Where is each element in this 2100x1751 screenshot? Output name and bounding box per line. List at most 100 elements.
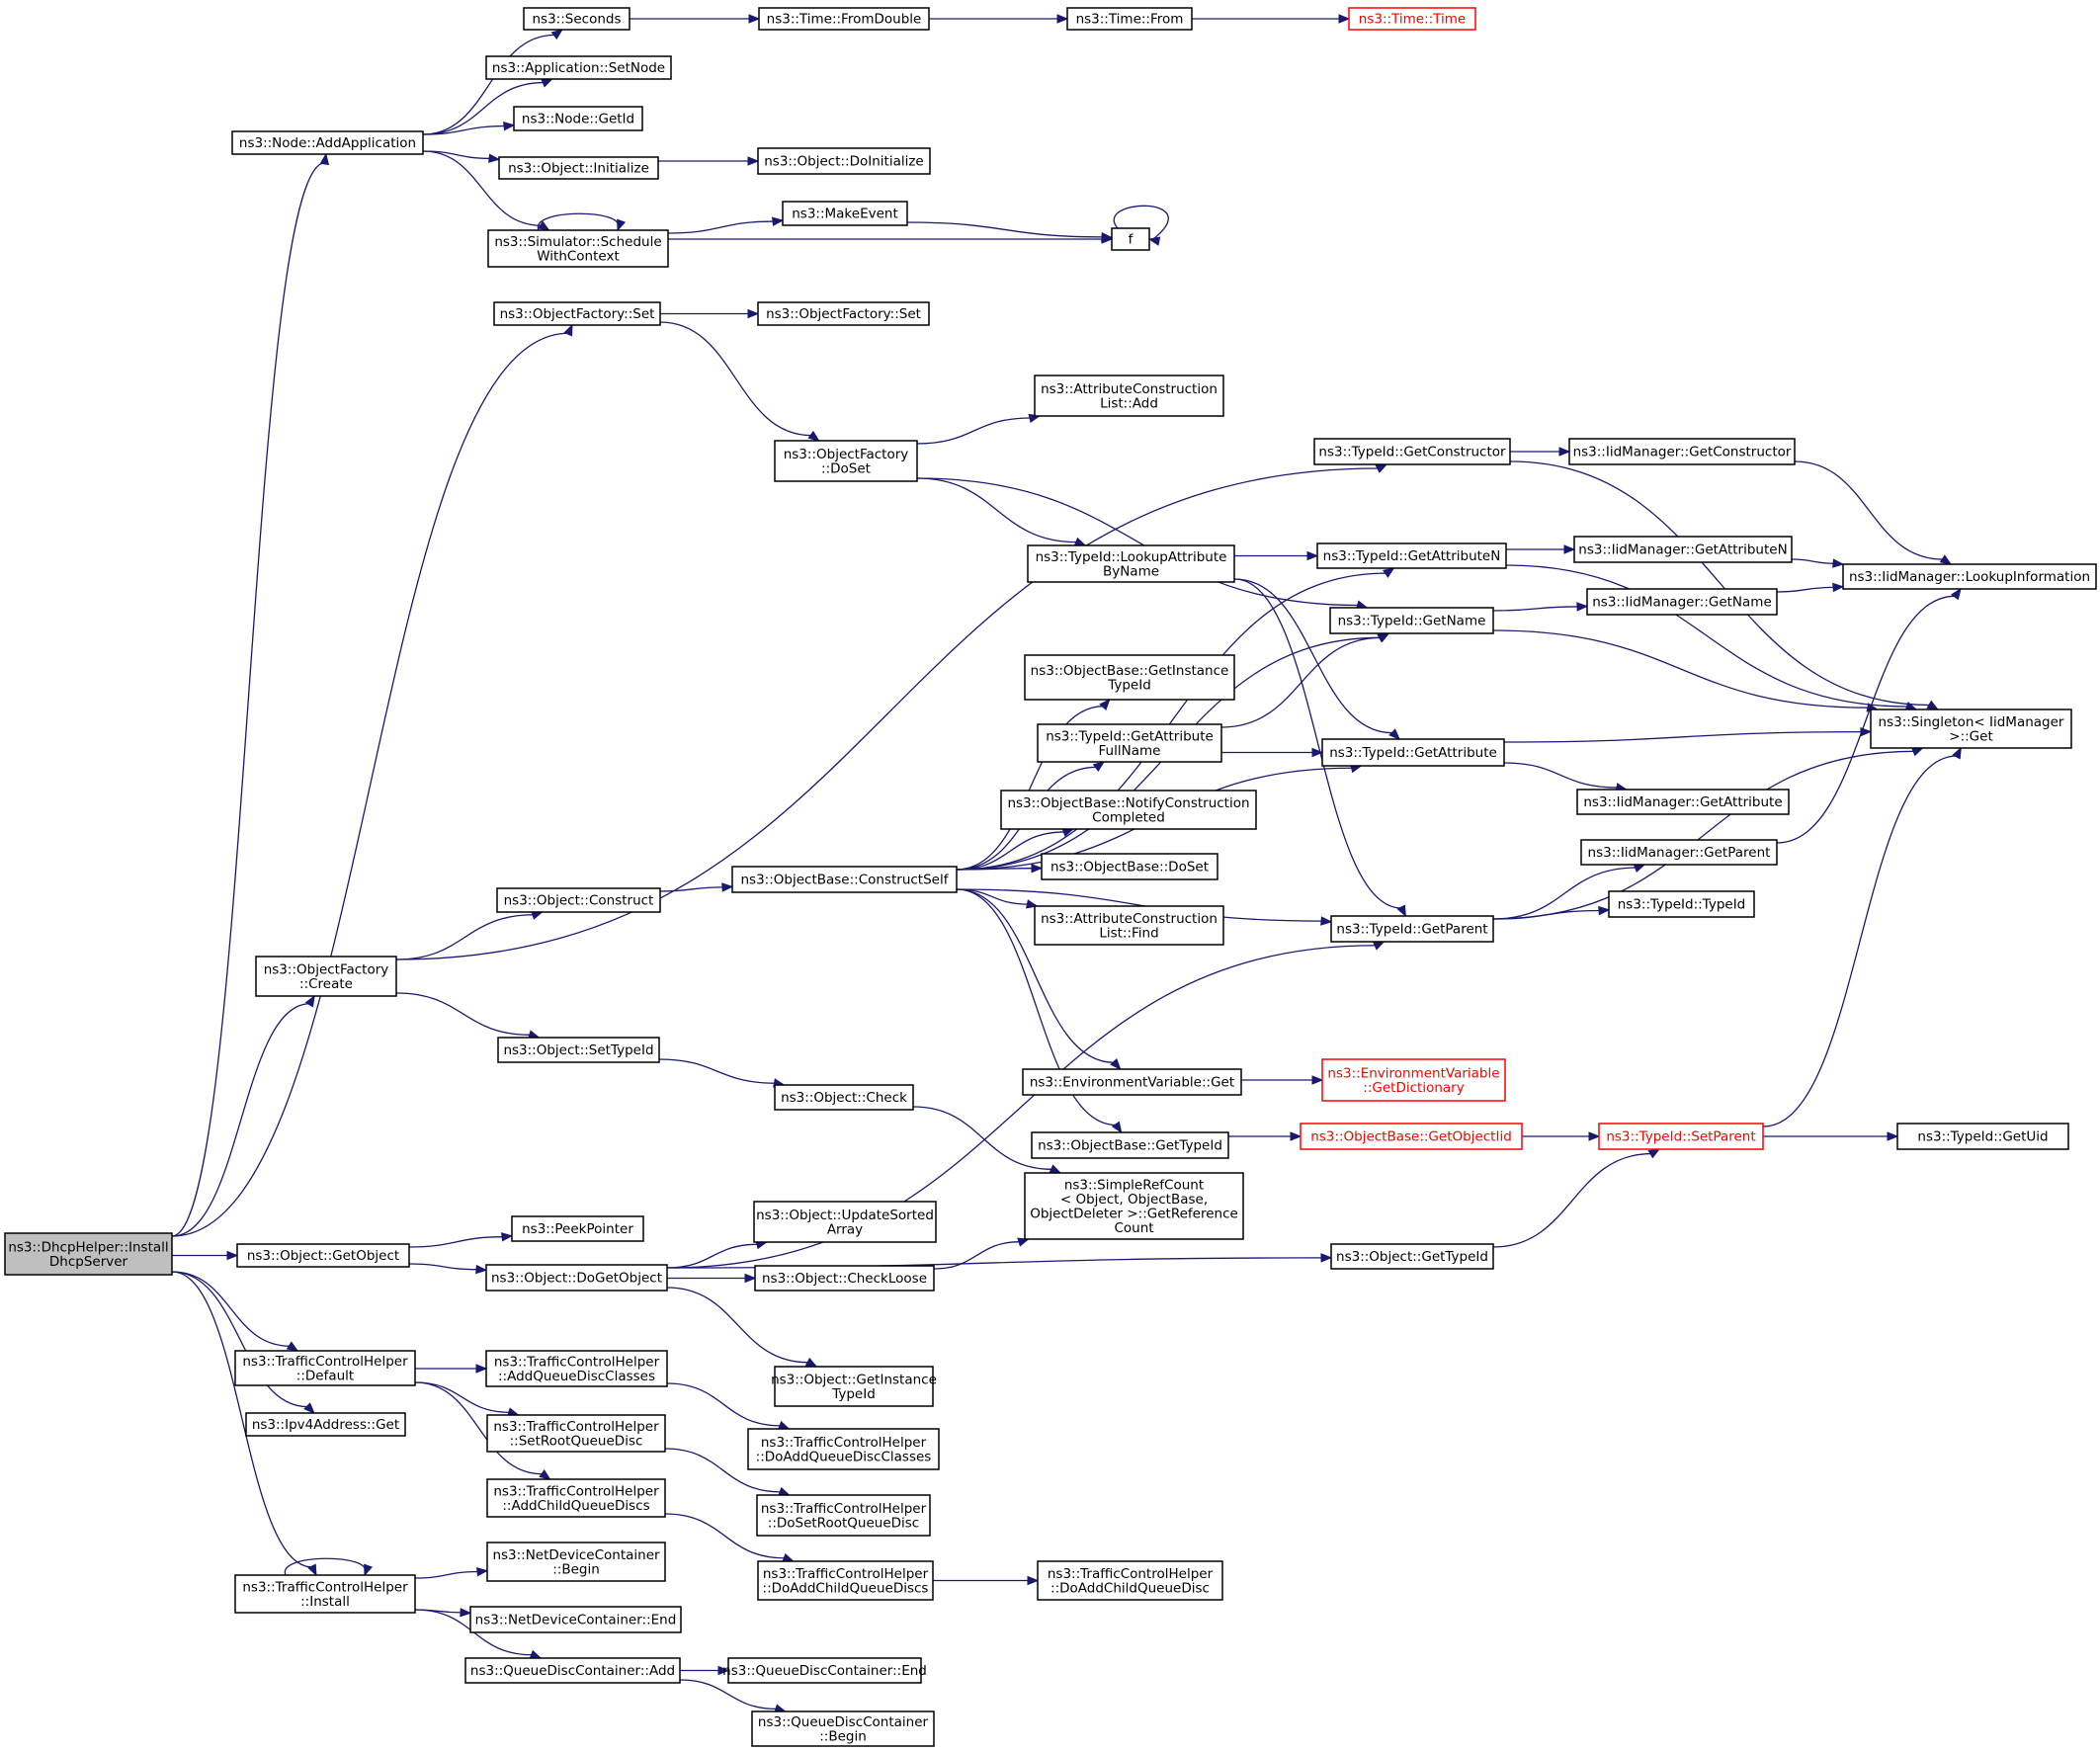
node-doinitialize[interactable]: ns3::Object::DoInitialize bbox=[757, 147, 931, 175]
node-box bbox=[1330, 915, 1494, 943]
node-box bbox=[1111, 227, 1150, 251]
node-getobjectiid[interactable]: ns3::ObjectBase::GetObjectIid bbox=[1300, 1123, 1523, 1150]
node-label: ns3::Object::DoInitialize bbox=[764, 154, 924, 170]
node-envget[interactable]: ns3::EnvironmentVariable::Get bbox=[1022, 1068, 1242, 1096]
node-label: ns3::SimpleRefCount bbox=[1064, 1177, 1204, 1193]
node-getname[interactable]: ns3::TypeId::GetName bbox=[1329, 607, 1494, 634]
node-timetime[interactable]: ns3::Time::Time bbox=[1348, 7, 1476, 31]
node-box bbox=[497, 1037, 660, 1063]
node-label: ns3::TrafficControlHelper bbox=[494, 1354, 660, 1370]
node-box bbox=[1608, 890, 1755, 918]
node-ofset[interactable]: ns3::ObjectFactory::Set bbox=[493, 301, 661, 326]
node-objgettypeid[interactable]: ns3::Object::GetTypeId bbox=[1330, 1243, 1494, 1270]
node-box bbox=[496, 887, 661, 913]
node-fromdouble[interactable]: ns3::Time::FromDouble bbox=[758, 7, 930, 31]
node-getid[interactable]: ns3::Node::GetId bbox=[513, 106, 643, 131]
node-box bbox=[758, 7, 930, 31]
node-checkloose[interactable]: ns3::Object::CheckLoose bbox=[754, 1265, 935, 1292]
node-setparent[interactable]: ns3::TypeId::SetParent bbox=[1598, 1123, 1764, 1150]
edge-dogetobject-objgetinstance bbox=[666, 1287, 818, 1368]
node-peekpointer[interactable]: ns3::PeekPointer bbox=[511, 1215, 644, 1242]
node-qdcend[interactable]: ns3::QueueDiscContainer::End bbox=[722, 1657, 927, 1684]
node-timefrom[interactable]: ns3::Time::From bbox=[1066, 7, 1193, 31]
edge-iidgetattrn-lookupinfo bbox=[1791, 558, 1845, 568]
node-tchdoaddqdc[interactable]: ns3::TrafficControlHelper::DoAddQueueDis… bbox=[747, 1428, 940, 1470]
node-lookupinfo[interactable]: ns3::IidManager::LookupInformation bbox=[1842, 563, 2097, 590]
node-tchdefault[interactable]: ns3::TrafficControlHelper::Default bbox=[234, 1350, 416, 1386]
node-box bbox=[1024, 1172, 1244, 1240]
edge-objconstruct-constructself bbox=[659, 882, 734, 892]
node-seconds[interactable]: ns3::Seconds bbox=[523, 7, 630, 31]
node-simplerefcount[interactable]: ns3::SimpleRefCount< Object, ObjectBase,… bbox=[1024, 1172, 1244, 1240]
node-notifyconstr[interactable]: ns3::ObjectBase::NotifyConstructionCompl… bbox=[1000, 790, 1257, 830]
node-label: ns3::TypeId::LookupAttribute bbox=[1036, 549, 1227, 565]
node-objconstruct[interactable]: ns3::Object::Construct bbox=[496, 887, 661, 913]
node-ofcreate[interactable]: ns3::ObjectFactory::Create bbox=[255, 956, 397, 997]
node-initialize[interactable]: ns3::Object::Initialize bbox=[498, 156, 659, 180]
node-obgettypeid[interactable]: ns3::ObjectBase::GetTypeId bbox=[1031, 1131, 1229, 1159]
node-box bbox=[486, 1414, 666, 1453]
node-qdcadd[interactable]: ns3::QueueDiscContainer::Add bbox=[464, 1657, 681, 1684]
node-label: Array bbox=[827, 1221, 863, 1237]
node-objcheck[interactable]: ns3::Object::Check bbox=[774, 1084, 914, 1111]
edge-ofcreate-objconstruct bbox=[395, 910, 544, 960]
node-iidgetconstructor[interactable]: ns3::IidManager::GetConstructor bbox=[1568, 438, 1796, 465]
edge-timefrom-timetime bbox=[1192, 14, 1351, 24]
node-obdoset[interactable]: ns3::ObjectBase::DoSet bbox=[1041, 853, 1218, 880]
node-singletonget[interactable]: ns3::Singleton< IidManager>::Get bbox=[1870, 709, 2072, 749]
node-iidgetname[interactable]: ns3::IidManager::GetName bbox=[1586, 588, 1778, 616]
node-iidgetparent[interactable]: ns3::IidManager::GetParent bbox=[1580, 839, 1778, 866]
edge-root-ipv4get bbox=[171, 1271, 315, 1414]
node-constructself[interactable]: ns3::ObjectBase::ConstructSelf bbox=[731, 866, 958, 893]
node-getattrn[interactable]: ns3::TypeId::GetAttributeN bbox=[1316, 542, 1507, 569]
node-label: ns3::TypeId::GetUid bbox=[1917, 1129, 2048, 1145]
edge-tchinstall-ndcbegin bbox=[414, 1566, 489, 1579]
node-label: ns3::TrafficControlHelper bbox=[1048, 1566, 1214, 1582]
node-ipv4get[interactable]: ns3::Ipv4Address::Get bbox=[245, 1412, 406, 1437]
node-dogetobject[interactable]: ns3::Object::DoGetObject bbox=[485, 1264, 668, 1292]
node-tchaddchild[interactable]: ns3::TrafficControlHelper::AddChildQueue… bbox=[486, 1478, 666, 1518]
node-getattr[interactable]: ns3::TypeId::GetAttribute bbox=[1321, 738, 1505, 767]
node-label: ns3::NetDeviceContainer::End bbox=[475, 1613, 677, 1628]
edge-root-tchdefault bbox=[171, 1271, 299, 1352]
node-getobject[interactable]: ns3::Object::GetObject bbox=[236, 1243, 410, 1268]
node-f[interactable]: f bbox=[1111, 227, 1150, 251]
node-tchdoaddchild[interactable]: ns3::TrafficControlHelper::DoAddChildQue… bbox=[1037, 1560, 1223, 1601]
node-iidgetattr[interactable]: ns3::IidManager::GetAttribute bbox=[1576, 789, 1790, 815]
node-setnode[interactable]: ns3::Application::SetNode bbox=[485, 55, 672, 80]
node-tchdosetroot[interactable]: ns3::TrafficControlHelper::DoSetRootQueu… bbox=[756, 1494, 931, 1537]
edge-lookupattr-getattr bbox=[1233, 578, 1401, 740]
node-tchdoaddchilds[interactable]: ns3::TrafficControlHelper::DoAddChildQue… bbox=[757, 1560, 934, 1601]
node-label: ns3::MakeEvent bbox=[792, 207, 898, 222]
node-addapp[interactable]: ns3::Node::AddApplication bbox=[231, 130, 424, 155]
node-ofset2[interactable]: ns3::ObjectFactory::Set bbox=[757, 301, 930, 326]
node-getparent[interactable]: ns3::TypeId::GetParent bbox=[1330, 915, 1494, 943]
edge-getattrfullname-getname bbox=[1220, 632, 1390, 728]
node-getconstructor[interactable]: ns3::TypeId::GetConstructor bbox=[1313, 438, 1511, 465]
node-settypeid[interactable]: ns3::Object::SetTypeId bbox=[497, 1037, 660, 1063]
node-iidgetattrn[interactable]: ns3::IidManager::GetAttributeN bbox=[1573, 536, 1793, 563]
edge-schedule-f bbox=[668, 234, 1114, 244]
node-qdcbegin[interactable]: ns3::QueueDiscContainer::Begin bbox=[751, 1710, 935, 1747]
node-envgetdict[interactable]: ns3::EnvironmentVariable::GetDictionary bbox=[1321, 1058, 1506, 1102]
node-tchaddqdc[interactable]: ns3::TrafficControlHelper::AddQueueDiscC… bbox=[485, 1350, 668, 1387]
node-getuid[interactable]: ns3::TypeId::GetUid bbox=[1896, 1123, 2069, 1150]
node-tchinstall[interactable]: ns3::TrafficControlHelper::Install bbox=[234, 1574, 416, 1614]
node-tchsetroot[interactable]: ns3::TrafficControlHelper::SetRootQueueD… bbox=[486, 1414, 666, 1453]
node-makeevent[interactable]: ns3::MakeEvent bbox=[782, 201, 908, 226]
node-ndcbegin[interactable]: ns3::NetDeviceContainer::Begin bbox=[486, 1542, 666, 1582]
node-typeidtypeid[interactable]: ns3::TypeId::TypeId bbox=[1608, 890, 1755, 918]
edge-makeevent-f bbox=[906, 221, 1114, 242]
node-ndcend[interactable]: ns3::NetDeviceContainer::End bbox=[469, 1606, 682, 1633]
node-ofdoset[interactable]: ns3::ObjectFactory::DoSet bbox=[774, 440, 918, 482]
